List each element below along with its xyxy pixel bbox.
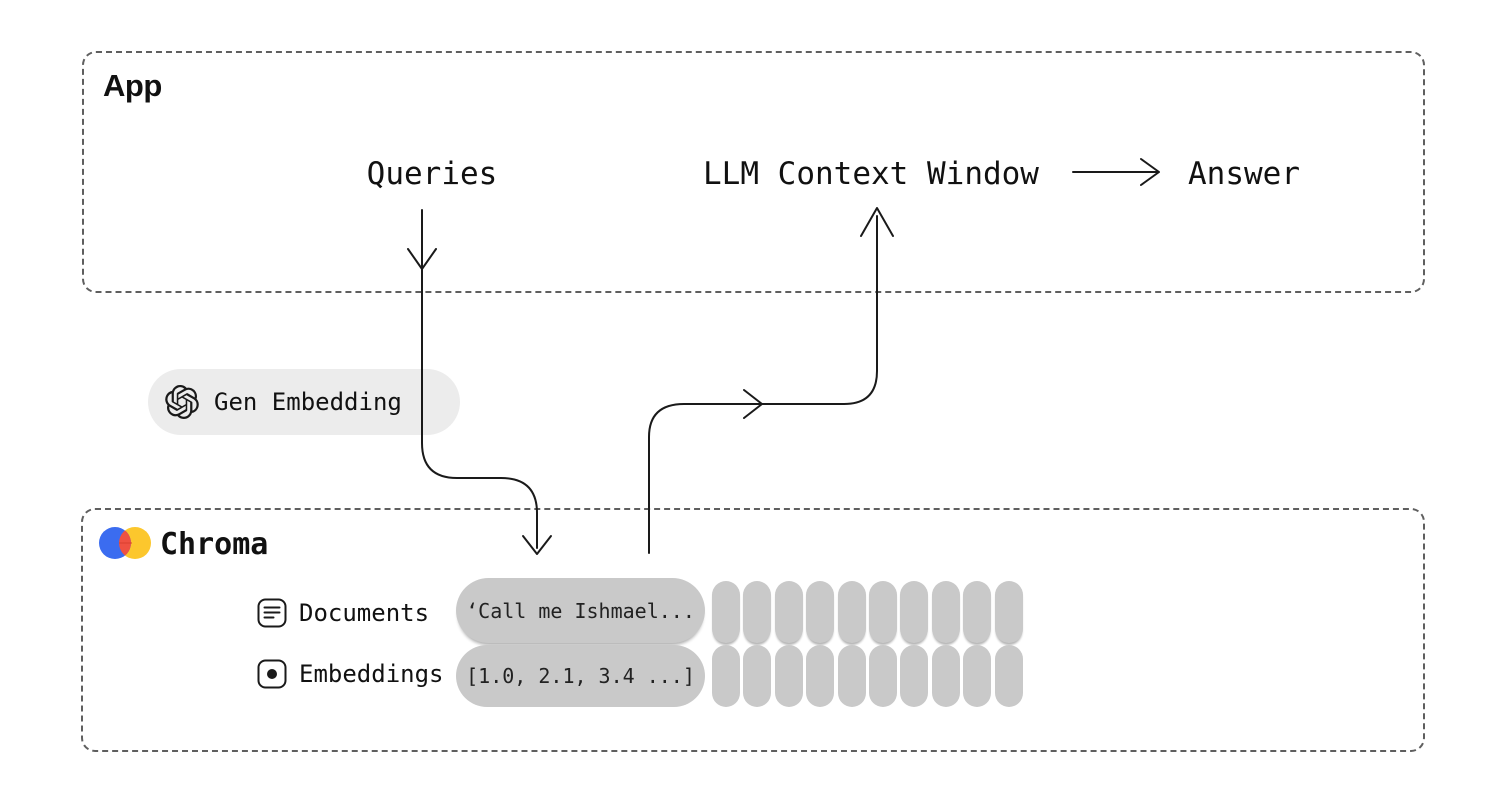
llm-context-window-label: LLM Context Window [703, 156, 1039, 192]
chroma-box-title: Chroma [160, 527, 269, 562]
embedding-vector-pill [837, 645, 866, 707]
embeddings-label: Embeddings [299, 660, 444, 688]
embedding-sample-text: [1.0, 2.1, 3.4 ...] [466, 664, 695, 688]
document-vector-pill [743, 581, 772, 643]
embedding-sample-pill: [1.0, 2.1, 3.4 ...] [456, 645, 705, 707]
answer-label: Answer [1188, 156, 1300, 192]
embedding-vector-pill [900, 645, 929, 707]
embedding-vector-pill [806, 645, 835, 707]
document-sample-pill: ‘Call me Ishmael... [456, 578, 705, 643]
embedding-vector-pill [868, 645, 897, 707]
document-vector-pill [900, 581, 929, 643]
document-vector-pill [963, 581, 992, 643]
document-vector-pill [837, 581, 866, 643]
vector-pill-column [712, 581, 740, 707]
embeddings-row-label: Embeddings [257, 658, 444, 690]
chroma-logo-icon [99, 527, 151, 559]
document-vector-pill [712, 581, 740, 643]
embedding-vector-pill [963, 645, 992, 707]
embedding-vector-pill [931, 645, 960, 707]
app-box-title: App [103, 68, 162, 103]
vector-pill-column [837, 581, 866, 707]
document-vector-pill [774, 581, 803, 643]
embedding-vector-pill [743, 645, 772, 707]
document-vector-pill [868, 581, 897, 643]
documents-label: Documents [299, 599, 430, 627]
document-vector-pill [806, 581, 835, 643]
document-vector-pill [931, 581, 960, 643]
openai-logo-icon [165, 385, 199, 419]
embedding-vector-pill [774, 645, 803, 707]
embedding-vector-pill [994, 645, 1023, 707]
embedding-icon [257, 659, 287, 689]
vector-pill-column [994, 581, 1023, 707]
documents-row-label: Documents [257, 597, 429, 629]
gen-embedding-label: Gen Embedding [214, 388, 402, 416]
vector-pill-grid [712, 581, 1023, 707]
queries-label: Queries [366, 156, 498, 192]
embedding-vector-pill [712, 645, 740, 707]
vector-pill-column [931, 581, 960, 707]
vector-pill-column [806, 581, 835, 707]
document-vector-pill [994, 581, 1023, 643]
retrieval-arrowhead-right-icon [743, 389, 763, 419]
vector-pill-column [868, 581, 897, 707]
vector-pill-column [963, 581, 992, 707]
document-icon [257, 598, 287, 628]
gen-embedding-pill: Gen Embedding [148, 369, 460, 435]
vector-pill-column [900, 581, 929, 707]
vector-pill-column [774, 581, 803, 707]
vector-pill-column [743, 581, 772, 707]
document-sample-text: ‘Call me Ishmael... [466, 598, 695, 623]
